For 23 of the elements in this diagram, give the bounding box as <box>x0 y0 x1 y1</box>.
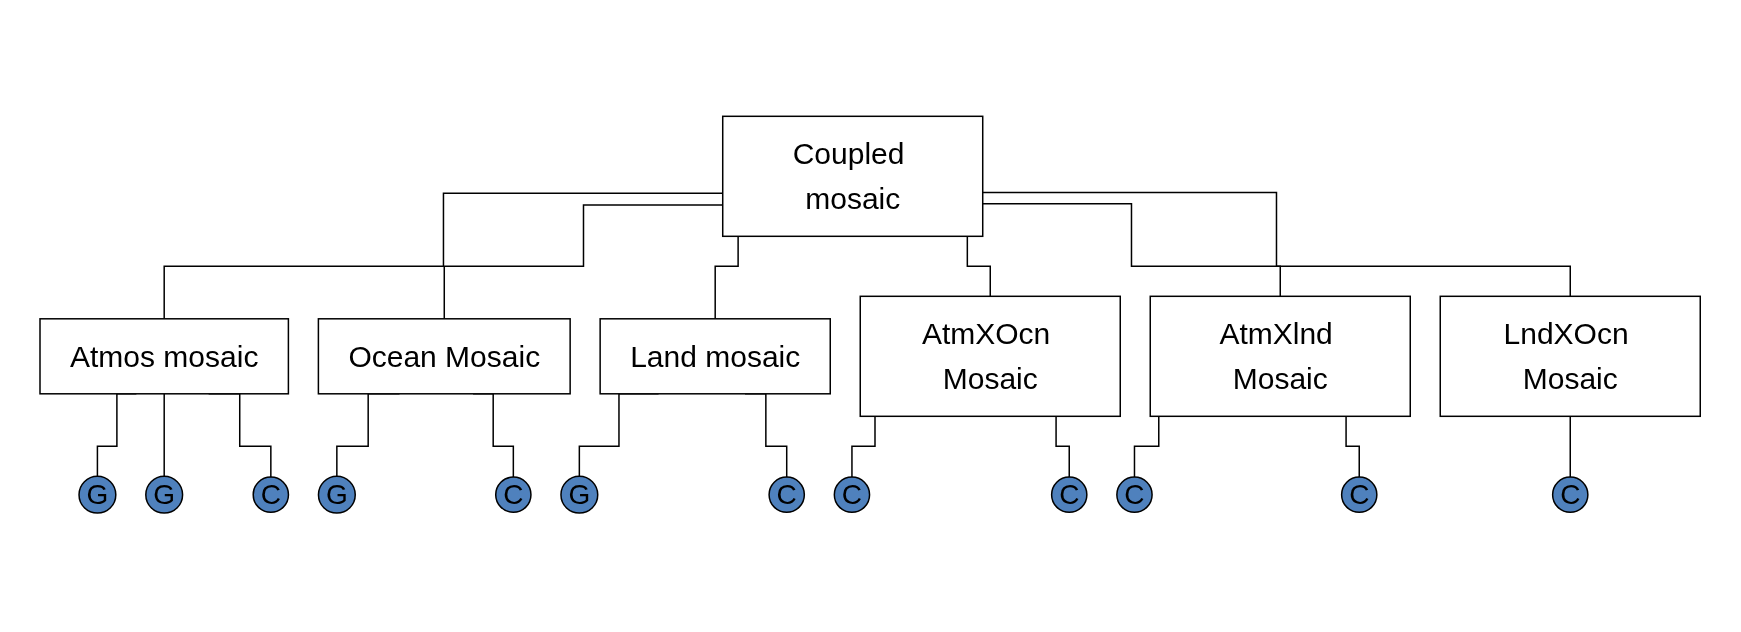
connector <box>1569 415 1572 478</box>
node-circle: C <box>1552 476 1589 514</box>
node-circle: C <box>1051 476 1088 514</box>
node-circle: G <box>560 475 599 514</box>
node-box: Ocean Mosaic <box>318 318 572 395</box>
node-circle: C <box>1116 476 1154 514</box>
node-box: Coupled mosaic <box>722 115 984 238</box>
connector <box>163 393 166 478</box>
node-box: AtmXOcn Mosaic <box>859 295 1122 418</box>
node-circle: G <box>145 475 184 514</box>
node-box: LndXOcn Mosaic <box>1439 295 1702 418</box>
node-circle: C <box>833 476 871 514</box>
node-circle: C <box>495 476 533 514</box>
node-circle: C <box>768 476 806 514</box>
node-box: Land mosaic <box>599 318 832 395</box>
node-box: Atmos mosaic <box>39 318 290 395</box>
connector <box>163 192 724 320</box>
node-circle: G <box>78 475 117 514</box>
node-box: AtmXlnd Mosaic <box>1149 295 1412 418</box>
node-circle: C <box>1341 476 1378 514</box>
connector <box>443 204 724 320</box>
node-circle: C <box>252 476 290 514</box>
node-circle: G <box>318 475 357 514</box>
